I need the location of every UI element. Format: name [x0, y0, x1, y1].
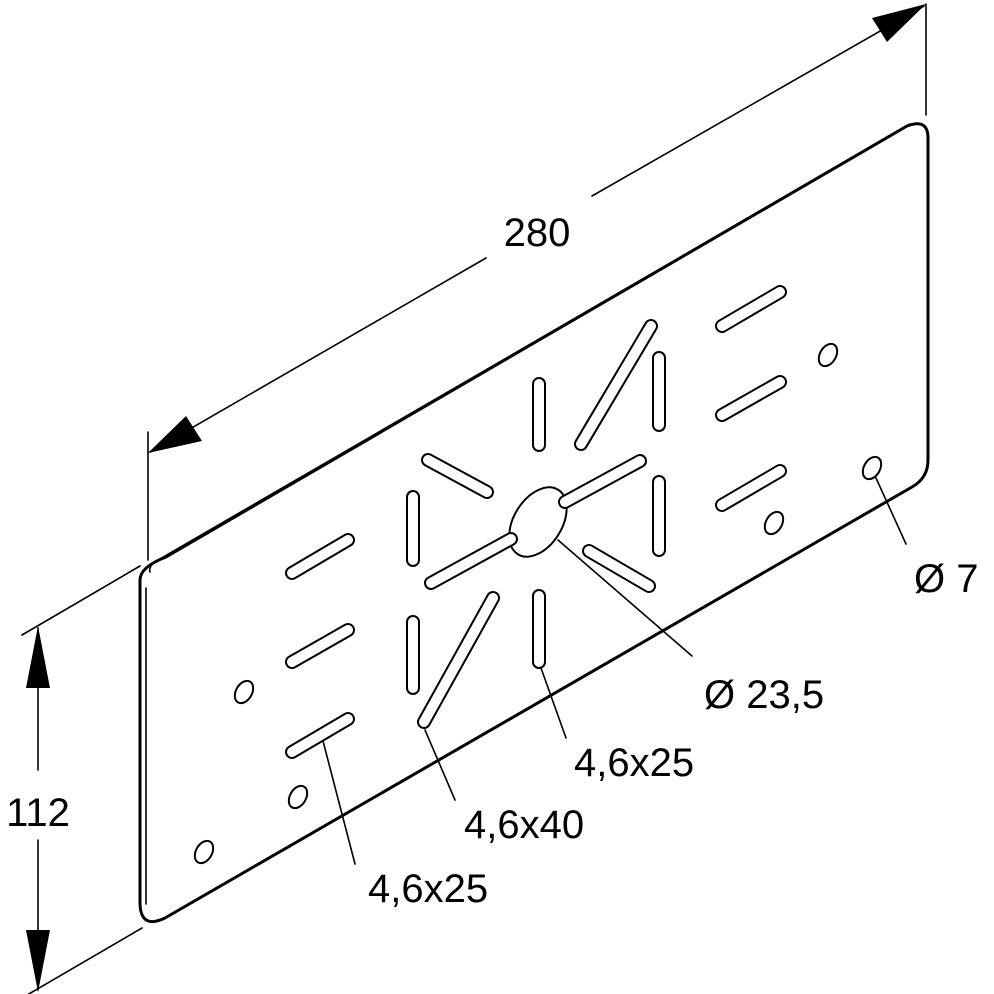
small-hole: [861, 455, 883, 481]
center-hole: [508, 486, 568, 558]
leader-short-slot-vertical: [540, 667, 567, 739]
length-value: 280: [504, 211, 571, 255]
center-hole-group: [508, 486, 568, 558]
slot-fill: [287, 535, 353, 578]
label-short-slot-vertical: 4,6x25: [574, 741, 694, 785]
height-dimension: 112: [6, 565, 143, 994]
plate-edge-thickness-top: [148, 123, 911, 573]
slot-fill: [717, 466, 785, 510]
slot-fill: [717, 287, 785, 331]
slot-fill: [287, 625, 353, 667]
leader-center-hole: [557, 539, 693, 657]
small-hole: [287, 784, 309, 810]
slot-fill: [717, 377, 785, 420]
slot-fill: [426, 534, 516, 588]
small-hole: [763, 510, 785, 536]
small-hole: [193, 839, 215, 865]
small-hole: [233, 679, 255, 705]
height-extension-line-top: [21, 565, 141, 636]
callout-labels: Ø 7 Ø 23,5 4,6x25 4,6x40 4,6x25: [368, 557, 978, 911]
slot-fill: [287, 714, 353, 757]
small-holes: [193, 342, 883, 865]
height-extension-line-bottom: [27, 927, 143, 994]
small-hole: [817, 342, 839, 368]
label-long-slot: 4,6x40: [464, 803, 584, 847]
length-arrow-right: [872, 4, 926, 42]
leader-short-slot-left: [322, 740, 356, 865]
length-arrow-left: [148, 416, 202, 453]
slot-fill: [560, 456, 645, 507]
slot-fills: [287, 287, 785, 757]
slot-fill: [423, 455, 492, 497]
label-short-slot-left: 4,6x25: [368, 867, 488, 911]
slots: [285, 285, 787, 759]
leader-long-slot: [424, 729, 456, 801]
slot-fill: [576, 321, 656, 449]
height-arrow-top: [26, 626, 50, 688]
leader-small-hole: [875, 477, 907, 545]
height-arrow-bottom: [26, 930, 50, 992]
slot-fill: [584, 546, 654, 591]
height-value: 112: [6, 791, 70, 835]
length-dimension: 280: [147, 3, 927, 561]
label-center-hole: Ø 23,5: [704, 673, 824, 717]
label-small-hole: Ø 7: [914, 557, 978, 601]
length-dimension-line-left: [149, 257, 487, 453]
length-dimension-line-right: [591, 5, 925, 197]
slot-fill: [419, 593, 498, 727]
leader-lines: [322, 477, 907, 865]
